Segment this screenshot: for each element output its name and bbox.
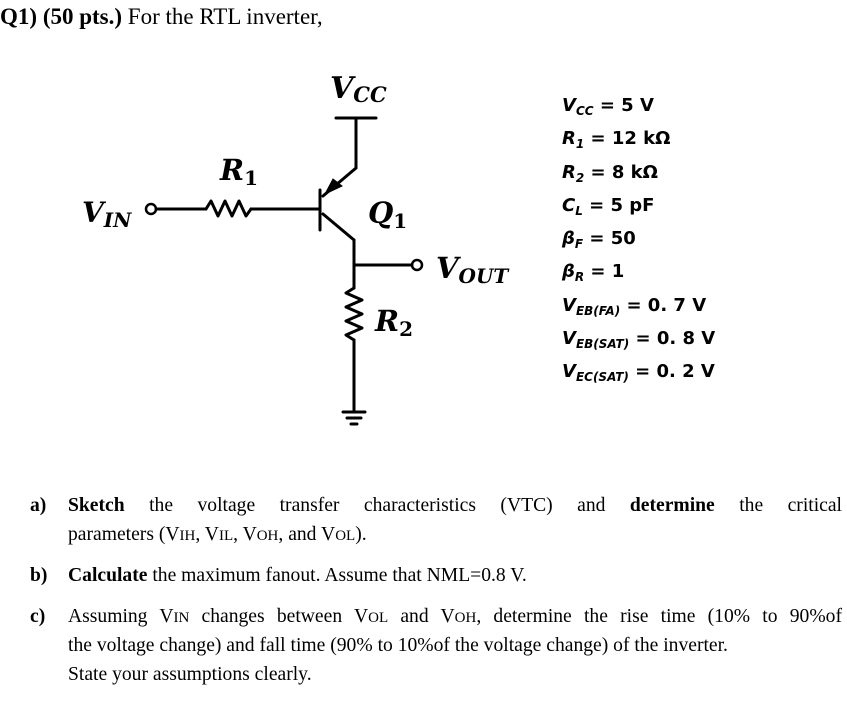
part-c-line-1: Assuming VIN changes between VOL and VOH… [68,603,842,633]
parameter-value: = 50 [583,228,636,250]
r2-label: R2 [374,304,413,341]
part-a: a) Sketch the voltage transfer character… [30,492,842,550]
emitter-arrow [323,178,343,196]
parameter-subscript: 1 [575,137,585,152]
vout-label: VOUT [436,251,510,288]
parameter-value: = 8 kΩ [584,161,658,183]
vout-terminal [410,258,424,272]
parameter-subscript: EB(SAT) [575,337,630,352]
question-title: Q1) (50 pts.) For the RTL inverter, [0,4,323,30]
question-parts: a) Sketch the voltage transfer character… [30,492,842,701]
parameter-subscript: L [575,203,583,218]
parameter-value: = 0. 7 V [620,294,707,316]
parameter-row: βR = 1 [562,258,715,291]
part-a-seg: , V [195,523,219,545]
parameter-value: = 1 [584,261,625,283]
question-number: Q1) [0,4,38,29]
parameter-symbol: V [562,95,576,116]
part-a-sub-ih: IH [179,527,196,544]
part-c-line-2: the voltage change) and fall time (90% t… [68,635,728,656]
parameter-symbol: β [562,261,575,283]
question-points: (50 pts.) [42,4,123,29]
parameter-row: R2 = 8 kΩ [562,159,715,192]
parameter-subscript: F [574,237,584,252]
part-c-seg: and V [388,605,455,627]
rtl-inverter-circuit: VCC R1 VIN Q1 VOUT R2 [82,71,510,426]
parameter-value: = 5 pF [582,194,655,216]
r2-resistor [344,286,364,342]
r1-resistor [204,199,253,218]
part-b-text-1: the maximum fanout. Assume that NML=0.8 … [147,565,527,586]
part-c-seg: , determine the rise time (10% to 90%of [476,605,842,627]
part-b-label: b) [30,565,48,586]
parameter-symbol: β [562,228,575,250]
part-b-text: Calculate the maximum fanout. Assume tha… [68,562,842,591]
part-a-keyword-determine: determine [629,495,715,516]
part-c: c) Assuming VIN changes between VOL and … [30,603,842,690]
part-a-text-2: the critical [714,495,842,516]
part-a-label: a) [30,495,47,516]
part-c-line-3: State your assumptions clearly. [68,663,312,685]
part-c-sub-in: IN [173,609,190,626]
parameter-symbol: V [562,361,576,383]
part-c-seg: changes between V [189,605,369,627]
part-a-sub-il: IL [218,527,234,544]
part-a-seg: , V [233,523,257,545]
part-a-sub-ol: OL [335,527,356,544]
part-b: b) Calculate the maximum fanout. Assume … [30,562,842,591]
parameter-row: VEC(SAT) = 0. 2 V [562,358,715,391]
q1-label: Q1 [368,196,407,233]
vcc-label: VCC [330,71,387,107]
part-c-seg: Assuming V [68,605,174,627]
parameter-value: = 0. 2 V [628,361,715,383]
part-a-text-1: the voltage transfer characteristics (VT… [124,495,630,516]
parameter-subscript: R [574,270,585,285]
parameter-symbol: R [562,161,576,183]
part-a-seg: ). [355,523,367,545]
parameter-row: VCC = 5 V [562,92,715,125]
parameter-subscript: CC [575,104,594,118]
part-a-line-1: Sketch the voltage transfer characterist… [68,492,842,521]
part-b-keyword-calculate: Calculate [68,565,148,586]
parameter-row: βF = 50 [562,225,715,258]
vin-label: VIN [82,196,132,232]
r1-label: R1 [219,153,258,190]
question-intro: For the RTL inverter, [127,4,323,29]
parameter-value: = 0. 8 V [629,328,716,350]
parameter-symbol: C [562,194,576,216]
parameter-value: = 12 kΩ [584,128,671,150]
part-a-keyword-sketch: Sketch [68,495,125,516]
part-a-line-2: parameters (VIH, VIL, VOH, and VOL). [68,521,842,551]
parameter-row: R1 = 12 kΩ [562,125,715,158]
parameter-subscript: EB(FA) [575,303,621,318]
part-c-sub-oh: OH [454,609,477,626]
parameter-subscript: EC(SAT) [575,370,629,385]
parameter-row: VEB(SAT) = 0. 8 V [562,325,715,358]
parameter-symbol: V [562,328,576,350]
collector-diagonal [321,212,356,242]
part-a-seg: , and V [278,523,336,545]
part-a-sub-oh: OH [256,527,279,544]
part-c-label: c) [30,605,46,627]
parameter-subscript: 2 [575,170,585,185]
part-a-seg: parameters (V [68,523,180,545]
part-c-text: Assuming VIN changes between VOL and VOH… [68,603,842,690]
parameter-value: = 5 V [593,95,654,116]
parameter-row: CL = 5 pF [562,192,715,225]
parameter-row: VEB(FA) = 0. 7 V [562,292,715,325]
part-c-sub-ol: OL [368,609,389,626]
parameter-symbol: V [562,294,576,316]
parameter-symbol: R [562,128,576,150]
part-a-text: Sketch the voltage transfer characterist… [68,492,842,550]
